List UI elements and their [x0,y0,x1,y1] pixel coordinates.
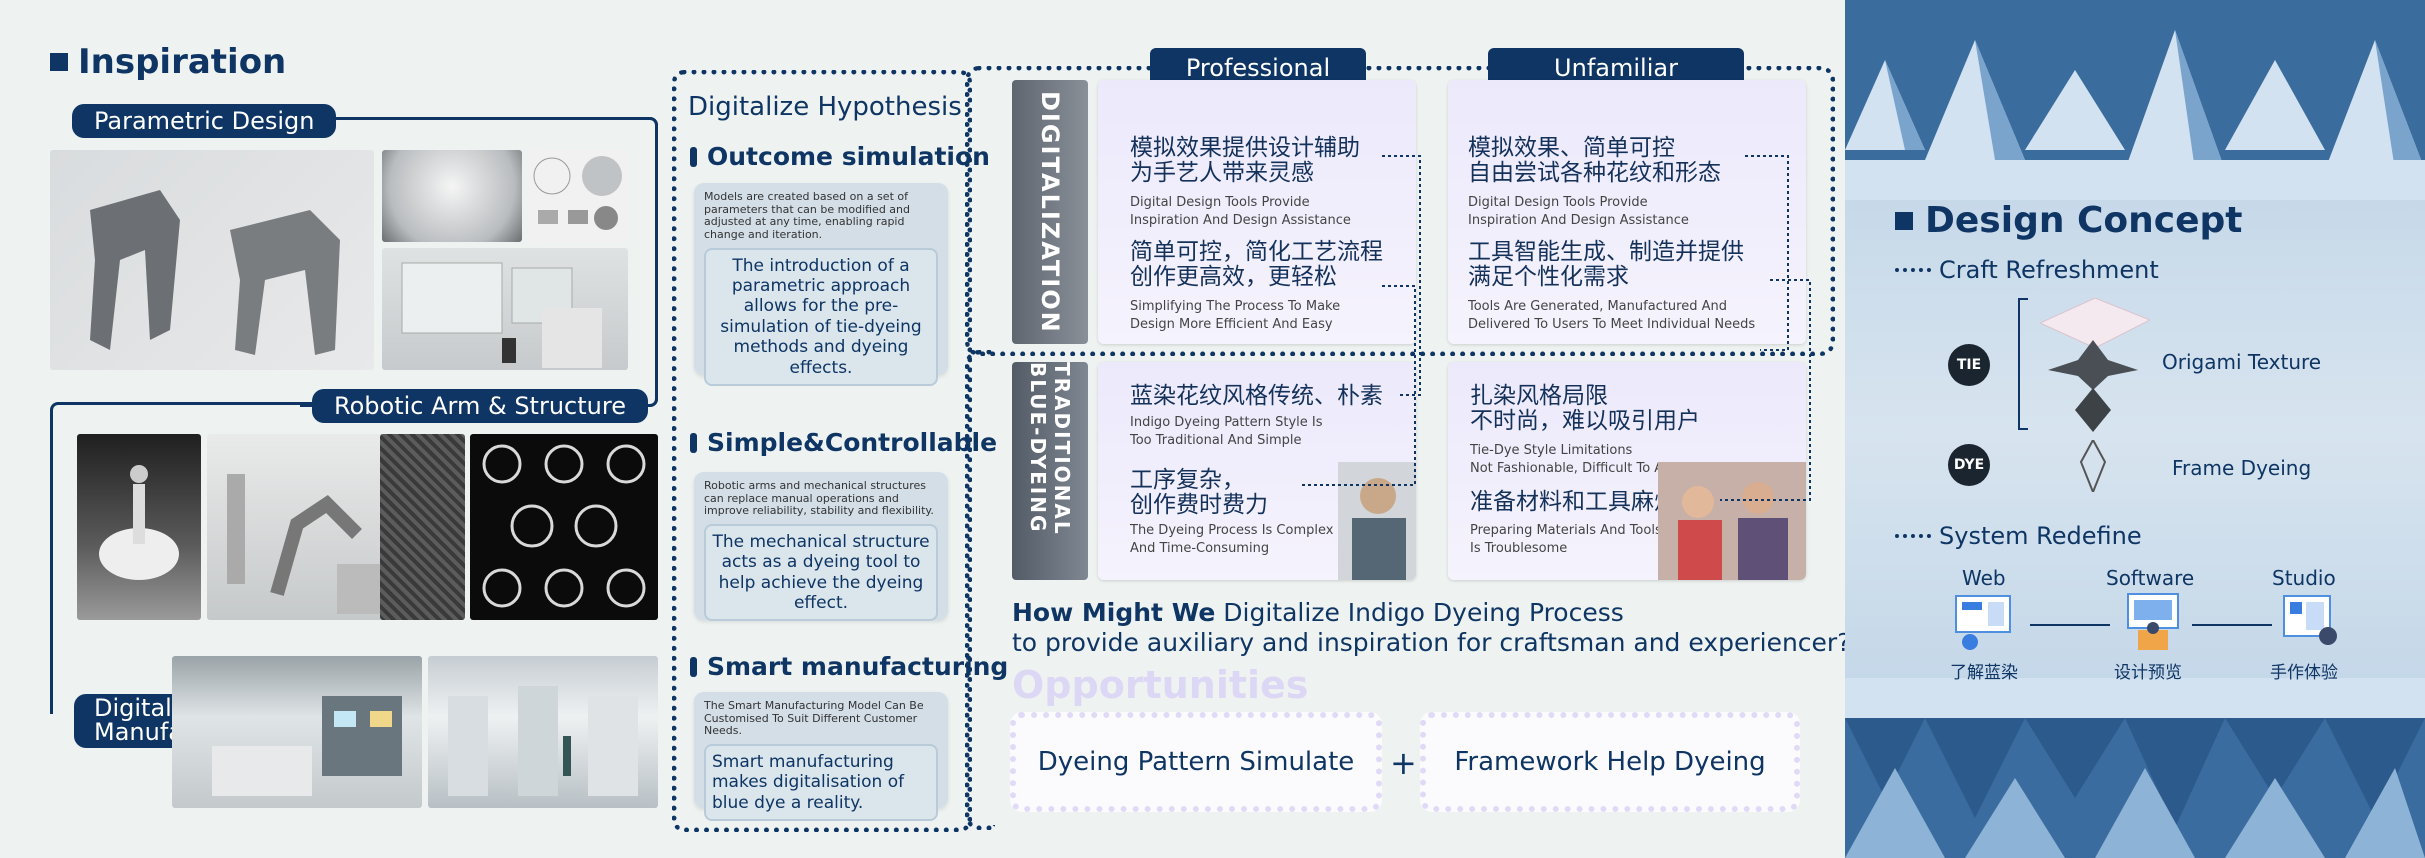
plus-sign: + [1390,744,1417,782]
craftsman-photo [1338,462,1416,580]
dotted-line-icon [1895,534,1931,538]
origami-star-icon [2048,340,2138,390]
bullet-bar-icon [690,432,697,453]
system-line [2192,624,2272,626]
opportunity-framework-dyeing: Framework Help Dyeing [1420,712,1800,812]
cell-en-text: Simplifying The Process To Make Design M… [1130,299,1341,333]
simple-card: Robotic arms and mechanical structures c… [694,472,948,622]
origami-sheet-icon [2040,298,2150,348]
bullet-bar-icon [690,146,697,167]
dye-badge: DYE [1948,444,1990,486]
simple-main-text: The mechanical structure acts as a dyein… [704,523,938,622]
parametric-screen-image [382,248,628,370]
title-square-icon [1895,211,1913,230]
connector-line [50,402,320,714]
system-line [2030,624,2110,626]
dotted-line-icon [1895,268,1931,272]
cell-en-text: Preparing Materials And Tools Is Trouble… [1470,523,1662,557]
frame-dyeing-label: Frame Dyeing [2172,456,2312,480]
web-cn-label: 了解蓝染 [1950,663,2018,683]
cell-en-text: Digital Design Tools Provide Inspiration… [1130,195,1351,229]
cell-cn-text: 准备材料和工具麻烦 [1470,489,1677,515]
robotic-arm-label: Robotic Arm & Structure [312,389,648,423]
origami-leaf-icon [2075,388,2111,432]
origami-top-image [1845,0,2425,200]
studio-illustration-icon [2283,595,2337,645]
cell-en-text: Tools Are Generated, Manufactured And De… [1468,299,1756,333]
factory-image-1 [172,656,422,808]
studio-cn-label: 手作体验 [2270,663,2338,683]
robotic-structure-image [380,434,465,620]
parametric-chair-image [50,150,374,370]
smart-card: The Smart Manufacturing Model Can Be Cus… [694,692,948,822]
cell-en-text: Indigo Dyeing Pattern Style Is Too Tradi… [1130,415,1323,449]
row-digitalization-label: DIGITALIZATION [1012,80,1088,344]
origami-bottom-image [1845,678,2425,858]
outcome-small-text: Models are created based on a set of par… [704,190,910,241]
cell-cn-text: 简单可控，简化工艺流程 创作更高效，更轻松 [1130,239,1383,291]
software-label: Software [2106,566,2195,590]
experiencer-photo [1658,462,1806,580]
cell-cn-text: 模拟效果提供设计辅助 为手艺人带来灵感 [1130,135,1360,187]
robotic-dress-image [77,434,201,620]
bullet-bar-icon [690,656,697,677]
bracket-line [2018,298,2028,430]
row-traditional-label: TRADITIONAL BLUE-DYEING [1012,362,1088,580]
hypothesis-title: Digitalize Hypothesis [688,92,962,122]
cell-cn-text: 工序复杂， 创作费时费力 [1130,467,1268,519]
cell-traditional-experiencer: 扎染风格局限 不时尚，难以吸引用户 Tie-Dye Style Limitati… [1448,362,1806,580]
cell-digital-experiencer: 模拟效果、简单可控 自由尝试各种花纹和形态 Digital Design Too… [1448,80,1806,344]
cell-traditional-professional: 蓝染花纹风格传统、朴素 Indigo Dyeing Pattern Style … [1098,362,1416,580]
opportunity-dyeing-pattern: Dyeing Pattern Simulate [1010,712,1382,812]
matrix-frame-bottom [965,350,995,830]
smart-small-text: The Smart Manufacturing Model Can Be Cus… [704,699,924,738]
opportunities-title: Opportunities [1012,663,1309,707]
inspiration-title: Inspiration [50,42,286,82]
software-illustration-icon [2127,593,2179,650]
outcome-main-text: The introduction of a parametric approac… [704,247,938,386]
design-concept-panel [1845,0,2425,858]
cell-digital-professional: 模拟效果提供设计辅助 为手艺人带来灵感 Digital Design Tools… [1098,80,1416,344]
simple-small-text: Robotic arms and mechanical structures c… [704,479,934,518]
section-smart-title: Smart manufacturing [690,652,1008,681]
craft-refreshment-heading: Craft Refreshment [1895,256,2159,284]
section-simple-title: Simple&Controllable [690,428,997,457]
cell-en-text: The Dyeing Process Is Complex And Time-C… [1130,523,1334,557]
web-label: Web [1962,566,2006,590]
software-cn-label: 设计预览 [2114,663,2182,683]
smart-main-text: Smart manufacturing makes digitalisation… [704,743,938,822]
origami-texture-label: Origami Texture [2162,350,2322,374]
cell-cn-text: 工具智能生成、制造并提供 满足个性化需求 [1468,239,1744,291]
outcome-card: Models are created based on a set of par… [694,183,948,386]
hmw-rest: Digitalize Indigo Dyeing Process [1215,598,1624,627]
cell-cn-text: 模拟效果、简单可控 自由尝试各种花纹和形态 [1468,135,1721,187]
hmw-line2: to provide auxiliary and inspiration for… [1012,628,1851,657]
system-redefine-heading: System Redefine [1895,522,2142,550]
hmw-bold: How Might We [1012,598,1216,627]
dotted-arrows [1300,155,1811,501]
matrix-frame-top [965,66,1835,356]
parametric-spheres-image [528,150,628,242]
tie-badge: TIE [1948,344,1990,386]
cell-cn-text: 蓝染花纹风格传统、朴素 [1130,383,1383,409]
title-square-icon [50,53,68,71]
web-illustration-icon [1955,595,2011,650]
cell-en-text: Digital Design Tools Provide Inspiration… [1468,195,1689,229]
parametric-design-label: Parametric Design [72,104,337,138]
how-might-we-text: How Might We Digitalize Indigo Dyeing Pr… [1012,598,1850,658]
frame-dye-icon [2079,440,2107,492]
robotic-pattern-image [470,434,658,620]
section-outcome-title: Outcome simulation [690,142,990,171]
cell-cn-text: 扎染风格局限 不时尚，难以吸引用户 [1470,383,1700,435]
studio-label: Studio [2272,566,2336,590]
factory-image-2 [428,656,658,808]
design-concept-title: Design Concept [1895,200,2243,241]
parametric-lamp-image [382,150,522,242]
